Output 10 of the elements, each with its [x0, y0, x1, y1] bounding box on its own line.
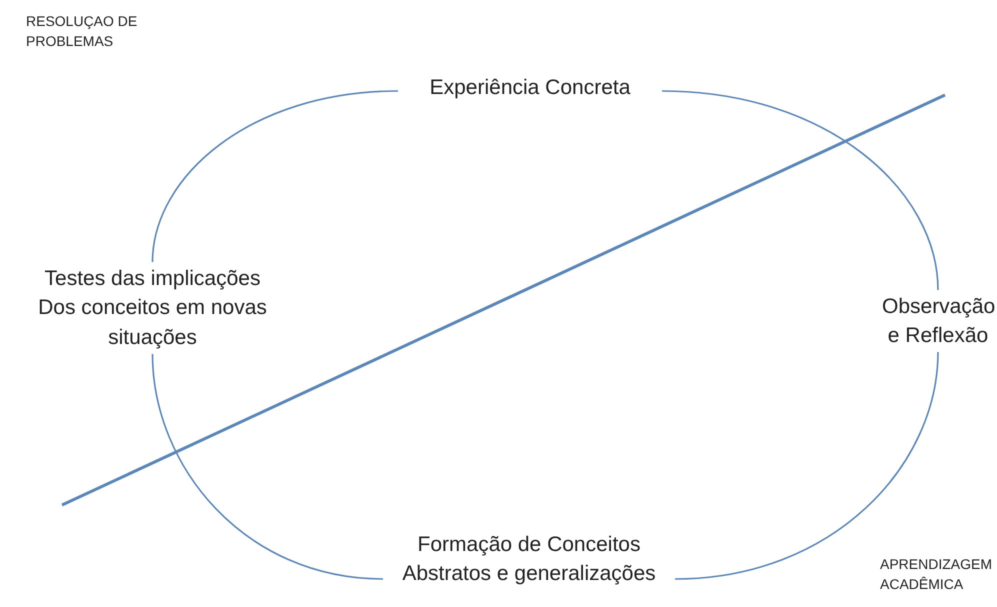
cycle-arc	[152, 354, 384, 580]
cycle-arc	[662, 90, 939, 290]
stage-label: Observação e Reflexão	[882, 294, 994, 349]
cycle-arc	[152, 90, 398, 262]
axis-label: APRENDIZAGEM ACADÊMICA	[880, 555, 994, 594]
stage-label: Formação de Conceitos Abstratos e generalizações	[401, 532, 657, 587]
axis-label: RESOLUÇAO DE PROBLEMAS	[26, 12, 138, 51]
stage-label: Experiência Concreta	[430, 75, 630, 102]
cycle-arc	[674, 352, 939, 580]
stage-label: Testes das implicações Dos conceitos em novas situações	[37, 266, 268, 351]
